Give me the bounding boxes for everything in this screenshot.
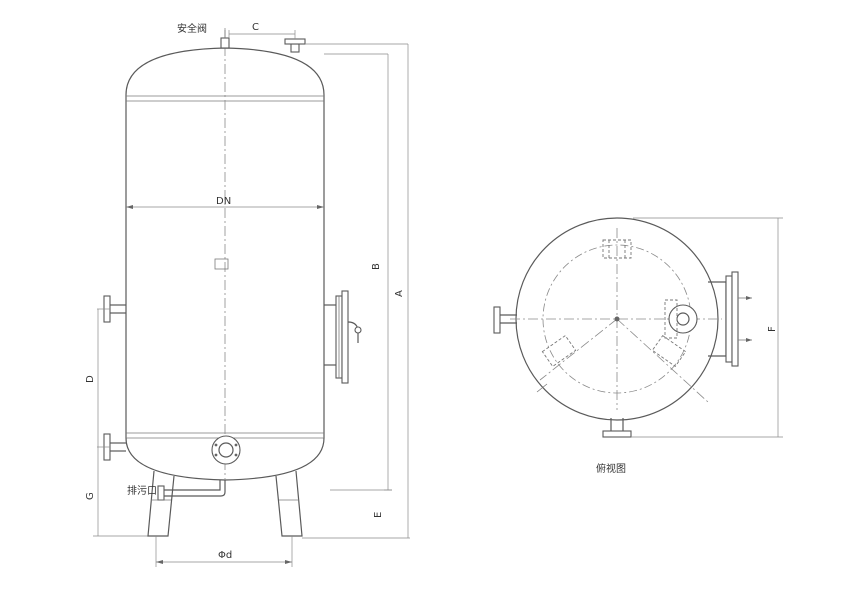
label-dn: DN	[216, 196, 231, 207]
label-a: A	[394, 290, 405, 297]
label-c: C	[252, 22, 259, 33]
top-view-left-nozzle	[493, 306, 501, 334]
label-g: G	[85, 492, 96, 500]
label-e: E	[373, 512, 384, 518]
top-view-flange	[668, 304, 698, 334]
top-view-manhole-cover	[731, 271, 739, 367]
front-view	[93, 28, 410, 567]
top-view	[493, 217, 783, 438]
label-drain: 排污口	[127, 484, 157, 497]
top-nozzle	[284, 38, 306, 45]
nameplate	[214, 258, 229, 270]
label-d: D	[85, 375, 96, 383]
label-top-view: 俯视图	[596, 462, 626, 475]
top-view-bottom-nozzle	[602, 430, 632, 438]
bottom-flange	[211, 435, 241, 465]
right-leg	[275, 470, 303, 537]
manhole-cover	[341, 290, 349, 384]
label-safety-valve: 安全阀	[177, 22, 207, 35]
label-f: F	[767, 326, 778, 332]
label-phi-d: Φd	[218, 550, 232, 561]
drain-pipe	[164, 480, 226, 497]
label-b: B	[371, 263, 382, 270]
left-leg	[147, 470, 175, 537]
safety-valve	[220, 37, 230, 49]
